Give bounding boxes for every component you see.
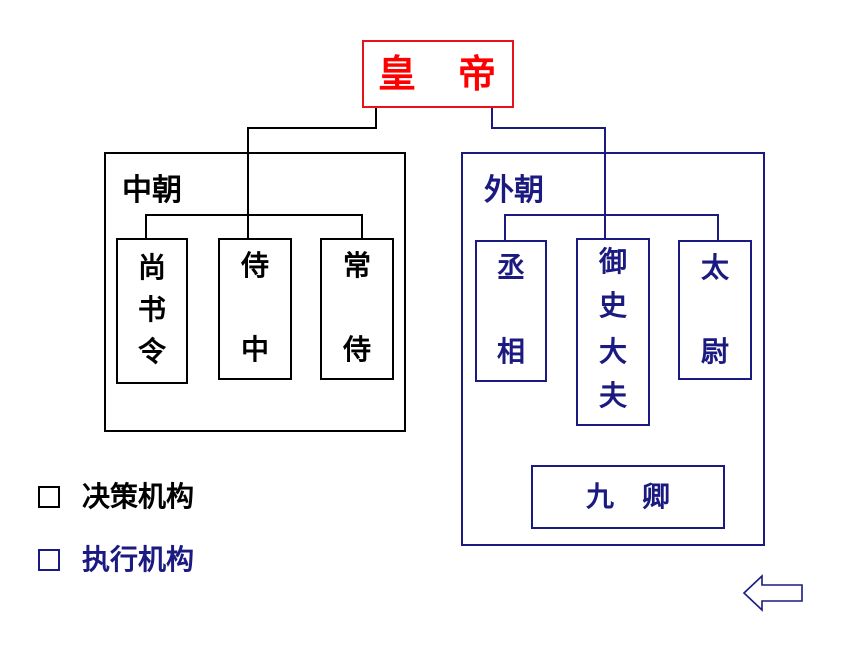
office-char: 夫 — [598, 379, 627, 412]
office-char: 史 — [598, 289, 627, 322]
office-char: 御 — [598, 245, 627, 278]
connector-central-bar — [145, 214, 363, 238]
connector-emperor-outer — [491, 108, 606, 238]
emperor-box: 皇 帝 — [362, 40, 514, 108]
office-char: 尉 — [700, 335, 729, 368]
office-shangshuling: 尚 书 令 — [116, 238, 188, 384]
office-char: 尚 — [137, 251, 166, 284]
legend-swatch-decision — [38, 486, 60, 508]
outer-court-title: 外朝 — [484, 173, 544, 208]
outer-court-box — [461, 152, 765, 546]
office-char: 大 — [598, 335, 627, 368]
legend-label-decision: 决策机构 — [82, 480, 195, 513]
left-arrow-icon[interactable] — [742, 574, 804, 612]
office-char: 侍 — [240, 249, 269, 282]
office-taiwei: 太 尉 — [678, 240, 752, 380]
office-char: 令 — [137, 335, 166, 368]
office-jiuqing: 九 卿 — [531, 465, 725, 529]
central-court-box — [104, 152, 406, 432]
office-changshi: 常 侍 — [320, 238, 394, 380]
office-char: 常 — [342, 249, 371, 282]
office-char: 书 — [137, 293, 166, 326]
legend-label-execution: 执行机构 — [82, 543, 195, 576]
connector-outer-bar — [504, 214, 719, 240]
office-yushidafu: 御 史 大 夫 — [576, 238, 650, 426]
office-char: 侍 — [342, 333, 371, 366]
office-chengxiang: 丞 相 — [475, 240, 547, 382]
office-char: 相 — [496, 335, 525, 368]
connector-emperor-central — [247, 108, 377, 238]
office-shizhong: 侍 中 — [218, 238, 292, 380]
office-char: 丞 — [496, 251, 525, 284]
legend-swatch-execution — [38, 549, 60, 571]
office-char: 太 — [700, 251, 729, 284]
central-court-title: 中朝 — [122, 173, 182, 208]
office-char: 中 — [240, 333, 269, 366]
